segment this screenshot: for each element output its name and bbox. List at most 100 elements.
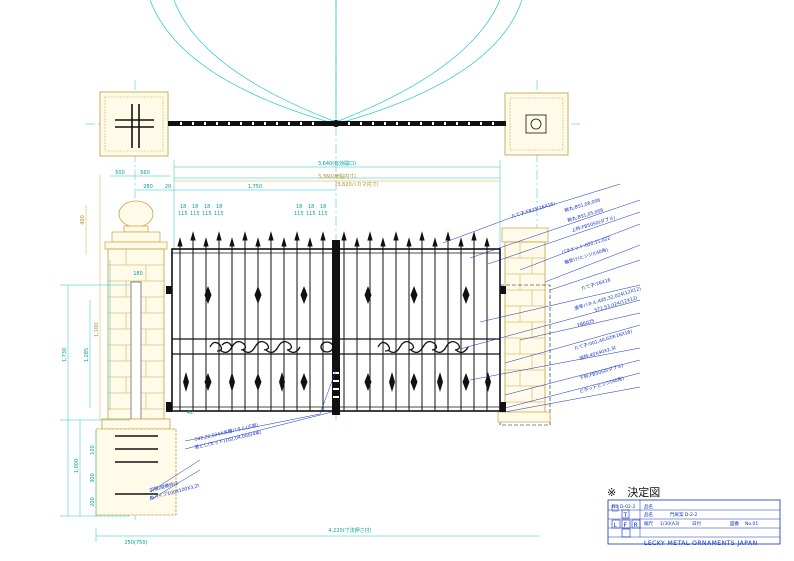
title-block: No. D-02-2 品名 品名 門扉案 D-2-2 縮尺 1/30(A3) 日… [607,499,781,547]
picket-tip [242,231,248,241]
picket-tip [203,237,209,247]
picket-tip [177,237,183,247]
dim-gap-20: 20 [165,184,171,190]
decor-lozenge-small [485,372,491,392]
decor-lozenge [204,286,212,304]
dim-height-1730: 1,730 [62,348,68,362]
scroll-panel-left [209,340,301,354]
decor-lozenge [410,373,418,391]
leader-lines-right [442,183,641,413]
tb-title-label: 品名 [644,503,653,510]
dim-effective-opening: 3,640(有効開口) [318,160,356,167]
picket-tip [445,231,451,241]
tb-drawing-no: D-02-2 [620,504,635,510]
dim-gate-180: 180 [133,271,143,277]
tb-drawing-no-label: No. [612,504,619,510]
svg-text:115: 115 [294,211,304,217]
dim-pier-1100: 1,100 [94,323,100,337]
picket-tip [320,231,326,241]
picket-tip [190,231,196,241]
tb-sheet: No.01 [745,521,758,527]
tb-sheet-label: 図番 [730,520,739,527]
decor-lozenge-small [229,372,235,392]
picket-tip [406,237,412,247]
picket-tip [367,231,373,241]
svg-text:18: 18 [296,204,302,210]
svg-text:115: 115 [190,211,200,217]
decor-lozenge [364,286,372,304]
tb-scale-label: 縮尺 [644,520,653,527]
dim-base-width: 250(750) [125,540,148,546]
plan-post-left [99,91,169,157]
picket-tip [281,237,287,247]
svg-text:FB6025: FB6025 [577,318,596,329]
picket-tip [471,231,477,241]
dim-total-width: 4,220(寸法押さ付) [328,527,371,534]
dim-post-width-b: 560 [140,170,150,176]
picket-tip [229,237,235,247]
dimension-lines-left [60,260,540,542]
svg-text:18: 18 [192,204,198,210]
scroll-panel-right [377,340,469,354]
decor-lozenge [364,373,372,391]
dim-height-1000: 1,000 [74,459,80,473]
plan-gate-leaf [168,120,506,127]
pillar-left [95,200,177,516]
picket-tip [216,231,222,241]
dim-leaf-inner: 3,360(扉幅内寸) [318,173,356,180]
leader-lines-left [149,369,337,501]
picket-tip [432,237,438,247]
svg-text:115: 115 [214,211,224,217]
svg-text:たて子:FB25(16X16): たて子:FB25(16X16) [511,200,557,220]
pillar-right [497,227,551,426]
decor-lozenge [462,286,470,304]
decision-label: ※ 決定図 [607,485,660,499]
dim-leaf-1750: 1,750 [248,184,262,190]
tb-date-label: 日付 [692,520,701,527]
svg-text:115: 115 [306,211,316,217]
dim-42: 42 [187,410,193,416]
picket-tip [294,231,300,241]
decor-lozenge [254,286,262,304]
tb-title-label-2: 品名 [644,511,653,518]
svg-text:115: 115 [178,211,188,217]
dim-post-width-a: 500 [115,170,125,176]
decor-lozenge-small [279,372,285,392]
tb-cell-l: L [614,522,618,529]
svg-text:115: 115 [318,211,328,217]
decor-lozenge [254,373,262,391]
decor-lozenge [300,373,308,391]
picket-tip [341,231,347,241]
dim-leaf-inner-2: (3,620ハカマ内寸) [335,181,378,188]
decor-lozenge-small [183,372,189,392]
svg-text:たて子:001,40,029(16X16): たて子:001,40,029(16X16) [574,328,634,352]
svg-text:18: 18 [180,204,186,210]
svg-text:18: 18 [216,204,222,210]
dim-foot-200: 200 [90,497,96,507]
picket-tip [255,237,261,247]
dim-foot-100: 100 [90,445,96,455]
picket-tip [307,237,313,247]
dimension-lines-top [110,160,501,250]
tb-company: LECKY METAL ORNAMENTS JAPAN [644,540,758,547]
tb-cell-f: F [624,522,628,529]
svg-text:18: 18 [320,204,326,210]
svg-text:18: 18 [308,204,314,210]
picket-tip [393,231,399,241]
tb-title: 門扉案 D-2-2 [670,511,698,518]
dim-height-1285: 1,285 [84,348,90,362]
decor-lozenge [410,286,418,304]
svg-text:115: 115 [202,211,212,217]
decor-lozenge [300,286,308,304]
dim-foot-300: 300 [90,473,96,483]
picket-tip [268,231,274,241]
gate-leaves [166,231,506,415]
dimension-lines-left-yellow [85,175,101,420]
picket-tip [458,237,464,247]
plan-post-right [504,92,569,156]
tb-cell-t: T [623,512,628,519]
dim-gap-280: 280 [143,184,153,190]
picket-tip [380,237,386,247]
decor-lozenge-small [389,372,395,392]
